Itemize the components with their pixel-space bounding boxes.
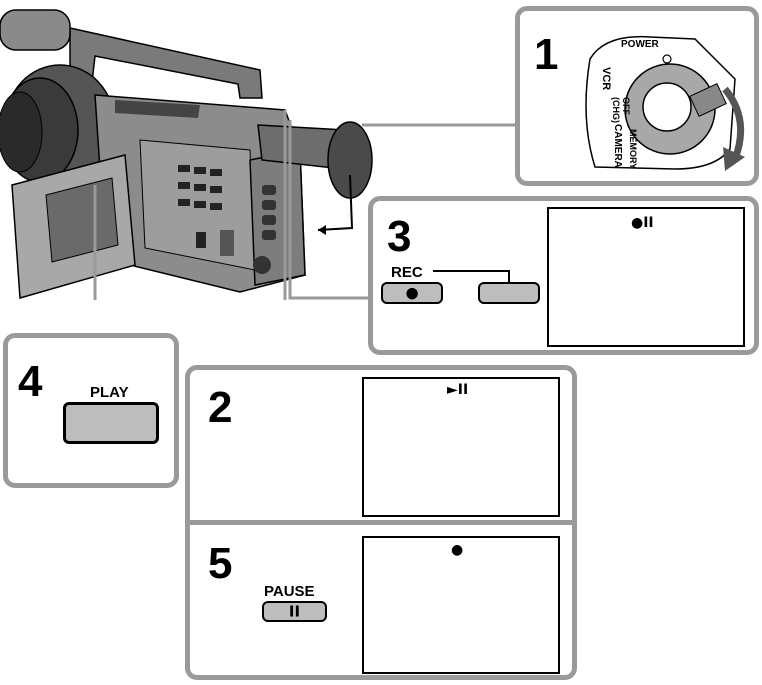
dial-label-power: POWER [621, 39, 660, 50]
dial-label-chg: (CHG) [611, 97, 621, 123]
step2-number: 2 [208, 383, 233, 432]
step3-number: 3 [387, 212, 412, 261]
steps-2-5-panel: 2 ►II 5 PAUSE II ● [185, 365, 577, 680]
camera-top-controls [115, 100, 200, 118]
pause-icon: II [288, 602, 301, 620]
step2-screen: ►II [362, 377, 560, 517]
camera-rear-buttons [253, 185, 276, 274]
power-dial: POWER VCR OFF (CHG) CAMERA MEMORY [585, 35, 745, 171]
rec-bracket [433, 270, 510, 287]
rec-companion-button[interactable] [478, 282, 540, 304]
dial-lamp [662, 54, 672, 64]
camera-lens-front [0, 91, 43, 173]
step4-panel: 4 PLAY [3, 333, 179, 488]
rec-button[interactable]: ● [381, 282, 443, 304]
dial-grip [689, 83, 727, 117]
rec-label: REC [391, 264, 423, 281]
step5-screen: ● [362, 536, 560, 674]
dial-label-camera: CAMERA [612, 124, 623, 168]
leader-line-3 [288, 120, 368, 300]
dial-knob-inner [642, 82, 692, 132]
dial-label-off: OFF [621, 97, 631, 115]
dial-label-memory: MEMORY [628, 129, 638, 169]
lcd-panel-screen [45, 177, 119, 263]
step3-screen: ●II [547, 207, 745, 347]
pause-label: PAUSE [264, 583, 315, 600]
rec-indicator: ● [451, 542, 464, 558]
play-pause-indicator: ►II [447, 382, 469, 398]
switch-arrow [317, 174, 354, 231]
camcorder-illustration [0, 9, 515, 300]
camera-microphone [0, 9, 71, 51]
step3-panel: 3 REC ● ●II [368, 196, 759, 355]
step5-number: 5 [208, 539, 233, 588]
camera-side-buttons [178, 165, 234, 256]
pause-button[interactable]: II [262, 601, 327, 622]
step4-number: 4 [18, 357, 43, 406]
play-label: PLAY [90, 384, 129, 401]
step1-panel: 1 POWER VCR OFF (CHG) CAMERA MEMORY [515, 6, 759, 186]
rotation-arrow [722, 86, 745, 161]
dial-label-vcr: VCR [600, 67, 612, 90]
rec-pause-indicator: ●II [631, 215, 654, 231]
step-divider [190, 520, 572, 525]
rec-dot-icon: ● [405, 283, 419, 302]
play-button[interactable] [63, 402, 159, 444]
step1-number: 1 [534, 30, 559, 79]
